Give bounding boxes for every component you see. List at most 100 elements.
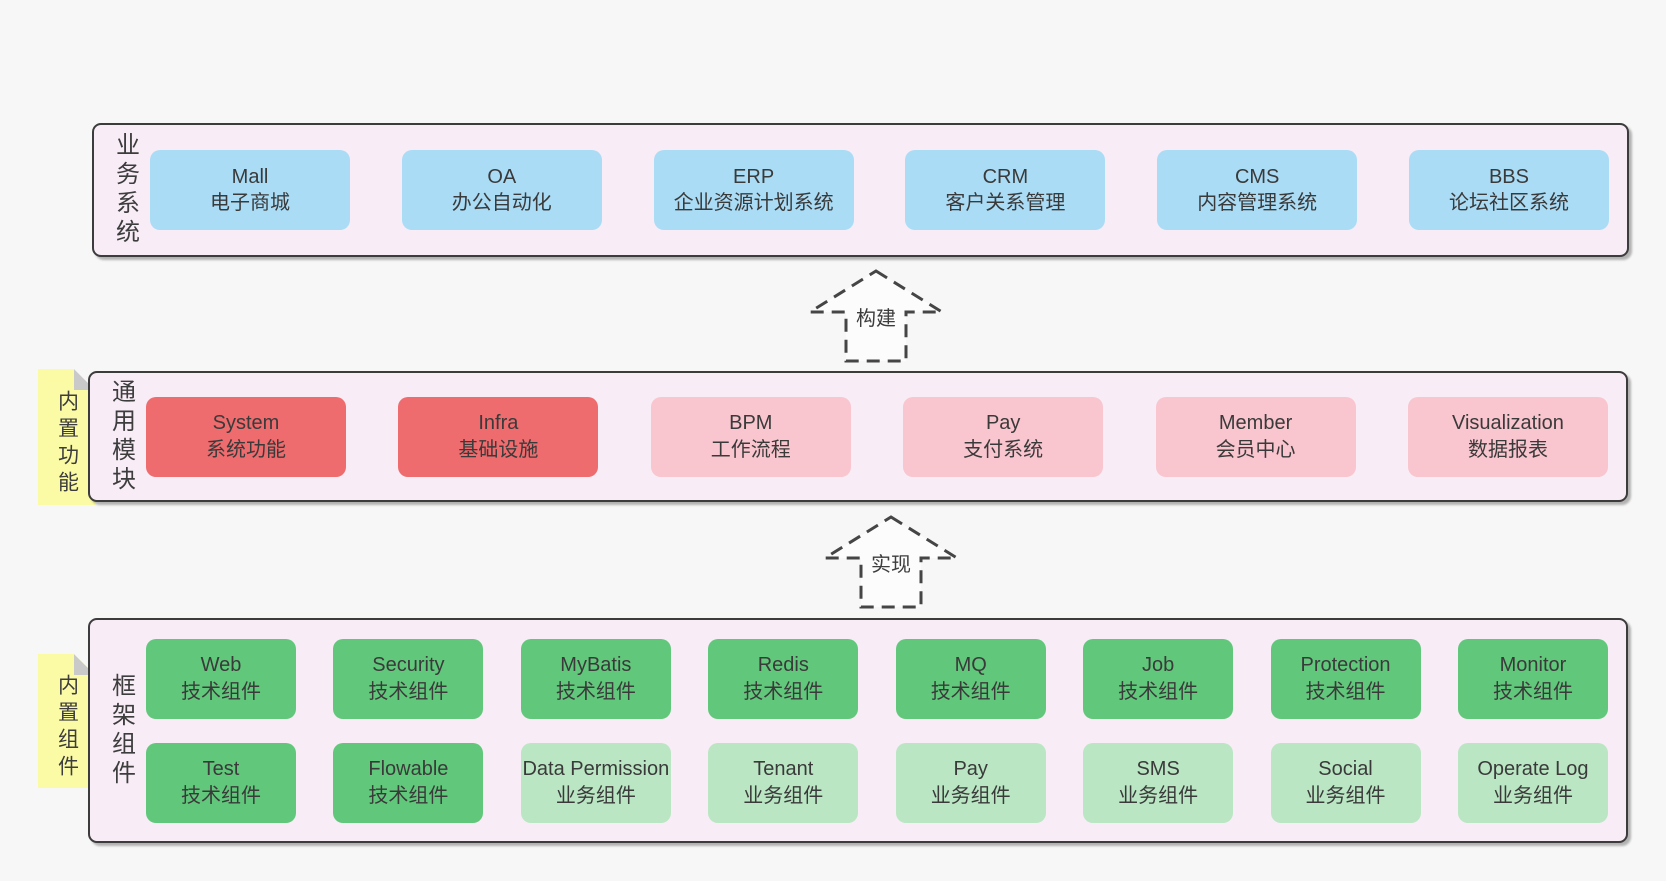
sticky-note-label: 内置功能: [55, 390, 79, 498]
band-content: System 系统功能 Infra 基础设施 BPM 工作流程 Pay 支付系统…: [146, 373, 1608, 500]
box-subtitle: 工作流程: [710, 438, 791, 461]
box-name: Social: [1318, 758, 1373, 781]
box-name: Monitor: [1499, 654, 1567, 677]
box-subtitle: 业务组件: [930, 784, 1011, 807]
framework-row-2: Test 技术组件 Flowable 技术组件 Data Permission …: [146, 742, 1608, 823]
box-name: Data Permission: [522, 758, 670, 781]
box-subtitle: 技术组件: [1305, 680, 1386, 703]
box-subtitle: 办公自动化: [451, 192, 552, 214]
box-visualization: Visualization 数据报表: [1407, 396, 1608, 477]
box-pay-component: Pay 业务组件: [895, 742, 1046, 823]
box-name: CMS: [1234, 165, 1280, 188]
box-name: Visualization: [1451, 412, 1564, 435]
box-operate-log: Operate Log 业务组件: [1457, 742, 1608, 823]
box-name: Redis: [757, 654, 809, 677]
box-bbs: BBS 论坛社区系统: [1408, 150, 1609, 230]
box-subtitle: 数据报表: [1467, 438, 1548, 461]
box-name: ERP: [733, 165, 775, 188]
box-infra: Infra 基础设施: [398, 396, 599, 477]
box-name: Pay: [953, 758, 988, 781]
arrow-label-implement: 实现: [869, 547, 913, 578]
box-name: CRM: [982, 165, 1029, 188]
sticky-note-built-in-components: 内置组件: [38, 654, 95, 788]
box-subtitle: 业务组件: [743, 784, 824, 807]
box-tenant: Tenant 业务组件: [708, 742, 859, 823]
box-name: BBS: [1488, 165, 1529, 188]
box-subtitle: 客户关系管理: [945, 192, 1066, 214]
box-subtitle: 基础设施: [458, 438, 539, 461]
box-subtitle: 业务组件: [1305, 784, 1386, 807]
box-job: Job 技术组件: [1083, 638, 1234, 719]
box-name: Web: [200, 654, 242, 677]
box-system: System 系统功能: [146, 396, 346, 477]
band-label-framework-components: 框架组件: [107, 672, 135, 789]
box-subtitle: 技术组件: [368, 680, 449, 703]
box-subtitle: 技术组件: [368, 784, 449, 807]
box-security: Security 技术组件: [333, 638, 484, 719]
box-subtitle: 技术组件: [555, 680, 636, 703]
sticky-note-label: 内置组件: [55, 674, 79, 782]
box-name: OA: [487, 165, 517, 188]
band-common-modules: 通用模块 System 系统功能 Infra 基础设施 BPM 工作流程 Pay…: [88, 371, 1628, 502]
box-web: Web 技术组件: [146, 638, 296, 719]
box-name: System: [212, 412, 280, 435]
box-subtitle: 技术组件: [1492, 680, 1573, 703]
box-protection: Protection 技术组件: [1270, 638, 1421, 719]
box-subtitle: 技术组件: [743, 680, 824, 703]
box-monitor: Monitor 技术组件: [1457, 638, 1608, 719]
box-subtitle: 业务组件: [1118, 784, 1199, 807]
box-name: SMS: [1136, 758, 1180, 781]
box-mybatis: MyBatis 技术组件: [520, 638, 671, 719]
band-label-common-modules: 通用模块: [107, 378, 135, 495]
box-data-permission: Data Permission 业务组件: [520, 742, 671, 823]
box-name: MQ: [954, 654, 987, 677]
band-content: Mall 电子商城 OA 办公自动化 ERP 企业资源计划系统 CRM 客户关系…: [150, 125, 1609, 255]
box-subtitle: 业务组件: [555, 784, 636, 807]
box-name: Tenant: [753, 758, 814, 781]
box-mq: MQ 技术组件: [895, 638, 1046, 719]
box-name: Security: [372, 654, 445, 677]
box-test: Test 技术组件: [146, 742, 296, 823]
band-business-systems: 业务系统 Mall 电子商城 OA 办公自动化 ERP 企业资源计划系统 CRM…: [92, 123, 1629, 257]
box-subtitle: 技术组件: [930, 680, 1011, 703]
box-name: BPM: [729, 412, 773, 435]
box-name: Flowable: [368, 758, 449, 781]
band-content: Web 技术组件 Security 技术组件 MyBatis 技术组件 Redi…: [146, 620, 1608, 841]
box-name: Protection: [1300, 654, 1391, 677]
box-cms: CMS 内容管理系统: [1157, 150, 1358, 230]
box-subtitle: 企业资源计划系统: [673, 192, 834, 214]
box-name: Job: [1141, 654, 1175, 677]
box-mall: Mall 电子商城: [150, 150, 350, 230]
box-subtitle: 技术组件: [181, 784, 261, 807]
framework-row-1: Web 技术组件 Security 技术组件 MyBatis 技术组件 Redi…: [146, 638, 1608, 719]
box-social: Social 业务组件: [1270, 742, 1421, 823]
box-name: MyBatis: [560, 654, 632, 677]
box-name: Member: [1218, 412, 1293, 435]
box-subtitle: 支付系统: [963, 438, 1044, 461]
box-bpm: BPM 工作流程: [650, 396, 851, 477]
box-pay-system: Pay 支付系统: [903, 396, 1104, 477]
box-subtitle: 技术组件: [1118, 680, 1199, 703]
box-subtitle: 内容管理系统: [1197, 192, 1318, 214]
box-subtitle: 电子商城: [210, 192, 290, 214]
box-name: Operate Log: [1477, 758, 1589, 781]
box-subtitle: 技术组件: [181, 680, 261, 703]
box-name: Mall: [231, 165, 269, 188]
box-name: Pay: [985, 412, 1021, 435]
band-framework-components: 框架组件 Web 技术组件 Security 技术组件 MyBatis 技术组件…: [88, 618, 1628, 843]
arrow-label-build: 构建: [854, 301, 898, 332]
box-name: Test: [202, 758, 240, 781]
box-name: Infra: [478, 412, 519, 435]
box-subtitle: 系统功能: [206, 438, 286, 461]
box-crm: CRM 客户关系管理: [905, 150, 1106, 230]
sticky-note-built-in-features: 内置功能: [38, 369, 95, 505]
box-subtitle: 论坛社区系统: [1448, 192, 1569, 214]
box-sms: SMS 业务组件: [1083, 742, 1234, 823]
box-flowable: Flowable 技术组件: [333, 742, 484, 823]
arrow-up-build: 构建: [807, 268, 945, 364]
box-subtitle: 会员中心: [1215, 438, 1296, 461]
box-erp: ERP 企业资源计划系统: [653, 150, 854, 230]
box-redis: Redis 技术组件: [708, 638, 859, 719]
box-member: Member 会员中心: [1155, 396, 1356, 477]
